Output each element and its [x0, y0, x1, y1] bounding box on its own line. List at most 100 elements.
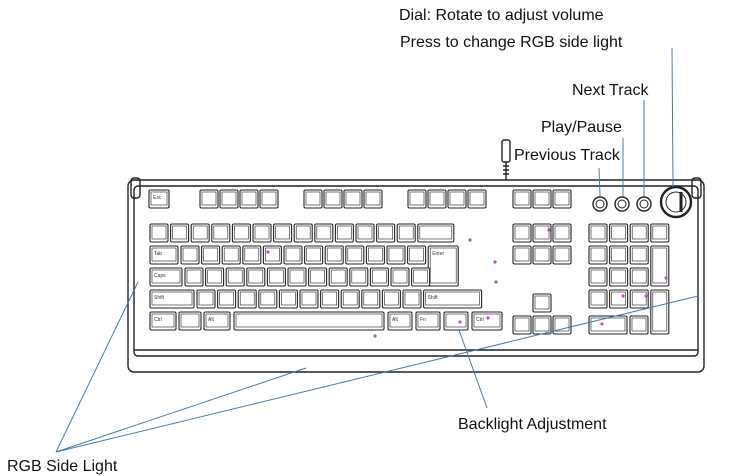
key-f11[interactable] [447, 189, 467, 209]
next-track-button[interactable] [636, 196, 652, 212]
key-ctrl-left[interactable] [149, 311, 177, 331]
key-alt-left[interactable] [203, 311, 231, 331]
key-numpad[interactable] [588, 223, 608, 243]
key-letter-row2[interactable] [266, 267, 286, 287]
key-letter-row2[interactable] [205, 267, 225, 287]
key-f3[interactable] [239, 189, 259, 209]
key-number-row[interactable] [396, 223, 416, 243]
key-f2[interactable] [219, 189, 239, 209]
key-letter-row1[interactable] [345, 245, 365, 265]
key-numpad-enter[interactable] [650, 289, 670, 335]
key-letter-row3[interactable] [320, 289, 340, 309]
key-numpad[interactable] [588, 245, 608, 265]
key-nav-0[interactable] [512, 223, 532, 243]
key-letter-row2[interactable] [184, 267, 204, 287]
key-arrow-2[interactable] [552, 315, 572, 335]
key-number-row[interactable] [231, 223, 251, 243]
key-f8[interactable] [363, 189, 383, 209]
key-numpad-minus[interactable] [650, 223, 670, 243]
play-pause-button[interactable] [614, 196, 630, 212]
key-ctrl-right[interactable] [471, 311, 503, 331]
key-number-row[interactable] [273, 223, 293, 243]
key-numpad-dot[interactable] [629, 315, 649, 335]
key-letter-row1[interactable] [324, 245, 344, 265]
key-letter-row2[interactable] [287, 267, 307, 287]
key-f9[interactable] [407, 189, 427, 209]
key-number-row[interactable] [334, 223, 354, 243]
key-letter-row3[interactable] [361, 289, 381, 309]
key-letter-row2[interactable] [369, 267, 389, 287]
key-menu[interactable] [443, 311, 469, 331]
key-numpad[interactable] [588, 289, 608, 309]
key-nav-1[interactable] [532, 223, 552, 243]
key-letter-row3[interactable] [258, 289, 278, 309]
key-backspace[interactable] [417, 223, 455, 243]
key-letter-row1[interactable] [386, 245, 406, 265]
key-number-row[interactable] [211, 223, 231, 243]
key-win-left[interactable] [178, 311, 202, 331]
key-f1[interactable] [199, 189, 219, 209]
key-number-row[interactable] [252, 223, 272, 243]
key-numpad-plus[interactable] [650, 245, 670, 287]
key-letter-row3[interactable] [340, 289, 360, 309]
key-letter-row3[interactable] [237, 289, 257, 309]
key-number-row[interactable] [170, 223, 190, 243]
key-letter-row1[interactable] [180, 245, 200, 265]
key-letter-row1[interactable] [242, 245, 262, 265]
previous-track-button[interactable] [592, 196, 608, 212]
key-shift-left[interactable] [149, 289, 195, 309]
key-number-row[interactable] [293, 223, 313, 243]
key-letter-row1[interactable] [201, 245, 221, 265]
key-numpad[interactable] [609, 223, 629, 243]
key-sys-0[interactable] [512, 189, 532, 209]
key-f10[interactable] [427, 189, 447, 209]
key-enter[interactable] [427, 245, 459, 287]
key-numpad[interactable] [629, 223, 649, 243]
key-letter-row3[interactable] [196, 289, 216, 309]
key-letter-row3[interactable] [278, 289, 298, 309]
key-letter-row1[interactable] [283, 245, 303, 265]
key-number-row[interactable] [355, 223, 375, 243]
key-arrow-up[interactable] [532, 293, 552, 313]
key-f4[interactable] [259, 189, 279, 209]
key-f5[interactable] [303, 189, 323, 209]
key-letter-row2[interactable] [225, 267, 245, 287]
key-nav-3[interactable] [512, 245, 532, 265]
key-letter-row2[interactable] [328, 267, 348, 287]
key-f12[interactable] [467, 189, 487, 209]
key-number-row[interactable] [190, 223, 210, 243]
key-letter-row1[interactable] [221, 245, 241, 265]
key-esc[interactable] [148, 189, 170, 209]
key-letter-row3[interactable] [299, 289, 319, 309]
key-number-row[interactable] [314, 223, 334, 243]
key-alt-right[interactable] [387, 311, 413, 331]
key-f6[interactable] [323, 189, 343, 209]
key-numpad[interactable] [588, 267, 608, 287]
key-nav-2[interactable] [552, 223, 572, 243]
key-letter-row1[interactable] [304, 245, 324, 265]
key-caps[interactable] [149, 267, 183, 287]
key-letter-row3[interactable] [402, 289, 422, 309]
key-nav-4[interactable] [532, 245, 552, 265]
key-sys-1[interactable] [532, 189, 552, 209]
key-numpad[interactable] [629, 267, 649, 287]
key-nav-5[interactable] [552, 245, 572, 265]
key-number-row[interactable] [376, 223, 396, 243]
key-numpad[interactable] [609, 245, 629, 265]
key-tab[interactable] [149, 245, 179, 265]
key-sys-2[interactable] [552, 189, 572, 209]
key-arrow-0[interactable] [512, 315, 532, 335]
key-letter-row2[interactable] [411, 267, 431, 287]
key-letter-row2[interactable] [246, 267, 266, 287]
key-numpad[interactable] [609, 267, 629, 287]
key-letter-row3[interactable] [217, 289, 237, 309]
key-letter-row2[interactable] [349, 267, 369, 287]
key-letter-row1[interactable] [407, 245, 427, 265]
key-letter-row2[interactable] [308, 267, 328, 287]
key-letter-row3[interactable] [381, 289, 401, 309]
key-letter-row2[interactable] [390, 267, 410, 287]
key-number-row[interactable] [149, 223, 169, 243]
volume-dial[interactable] [659, 185, 693, 219]
key-fn[interactable] [415, 311, 441, 331]
key-f7[interactable] [343, 189, 363, 209]
